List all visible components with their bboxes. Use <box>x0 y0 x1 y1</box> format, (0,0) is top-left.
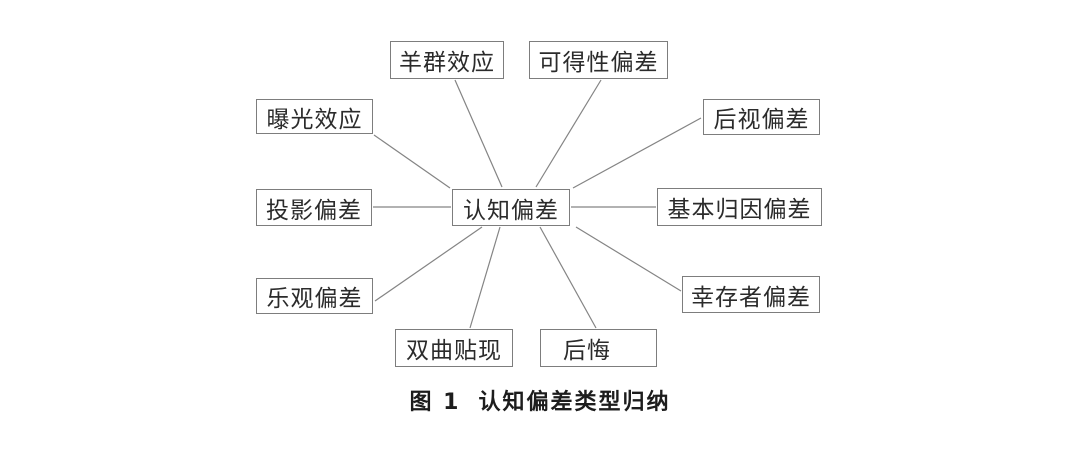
node-hyperbolic-discounting: 双曲贴现 <box>395 329 513 367</box>
node-hindsight-bias-label: 后视偏差 <box>713 107 810 133</box>
node-projection-bias-label: 投影偏差 <box>266 197 362 224</box>
node-regret: 后悔 <box>540 329 657 367</box>
connector-exposure <box>373 134 451 189</box>
node-herd-effect-label: 羊群效应 <box>399 50 495 76</box>
node-availability-bias-label: 可得性偏差 <box>538 50 659 76</box>
connector-availability <box>535 79 602 188</box>
figure-caption-title: 认知偏差类型归纳 <box>478 390 671 415</box>
node-hindsight-bias: 后视偏差 <box>703 99 820 135</box>
connector-hyperbolic <box>469 226 501 329</box>
node-cognitive-bias-center: 认知偏差 <box>452 189 570 226</box>
node-availability-bias: 可得性偏差 <box>529 41 668 79</box>
node-optimism-bias-label: 乐观偏差 <box>266 286 363 312</box>
node-exposure-effect-label: 曝光效应 <box>266 106 363 133</box>
figure-caption-number: 图 1 <box>409 390 461 415</box>
node-survivorship-bias-label: 幸存者偏差 <box>691 284 811 311</box>
node-herd-effect: 羊群效应 <box>390 41 504 79</box>
node-hyperbolic-discounting-label: 双曲贴现 <box>406 338 502 364</box>
connector-survivorship <box>575 226 682 292</box>
node-exposure-effect: 曝光效应 <box>256 99 373 134</box>
node-survivorship-bias: 幸存者偏差 <box>682 276 820 313</box>
connector-regret <box>539 226 597 329</box>
node-projection-bias: 投影偏差 <box>256 189 372 226</box>
node-fundamental-attribution-bias: 基本归因偏差 <box>657 188 822 226</box>
node-regret-label: 后悔 <box>563 338 611 364</box>
node-fundamental-attribution-bias-label: 基本归因偏差 <box>667 197 812 223</box>
connector-herd <box>454 79 503 188</box>
node-cognitive-bias-center-label: 认知偏差 <box>463 197 559 224</box>
figure-caption: 图 1 认知偏差类型归纳 <box>0 384 1080 416</box>
connector-hindsight <box>572 117 702 189</box>
connector-optimism <box>374 226 483 302</box>
node-optimism-bias: 乐观偏差 <box>256 278 373 314</box>
